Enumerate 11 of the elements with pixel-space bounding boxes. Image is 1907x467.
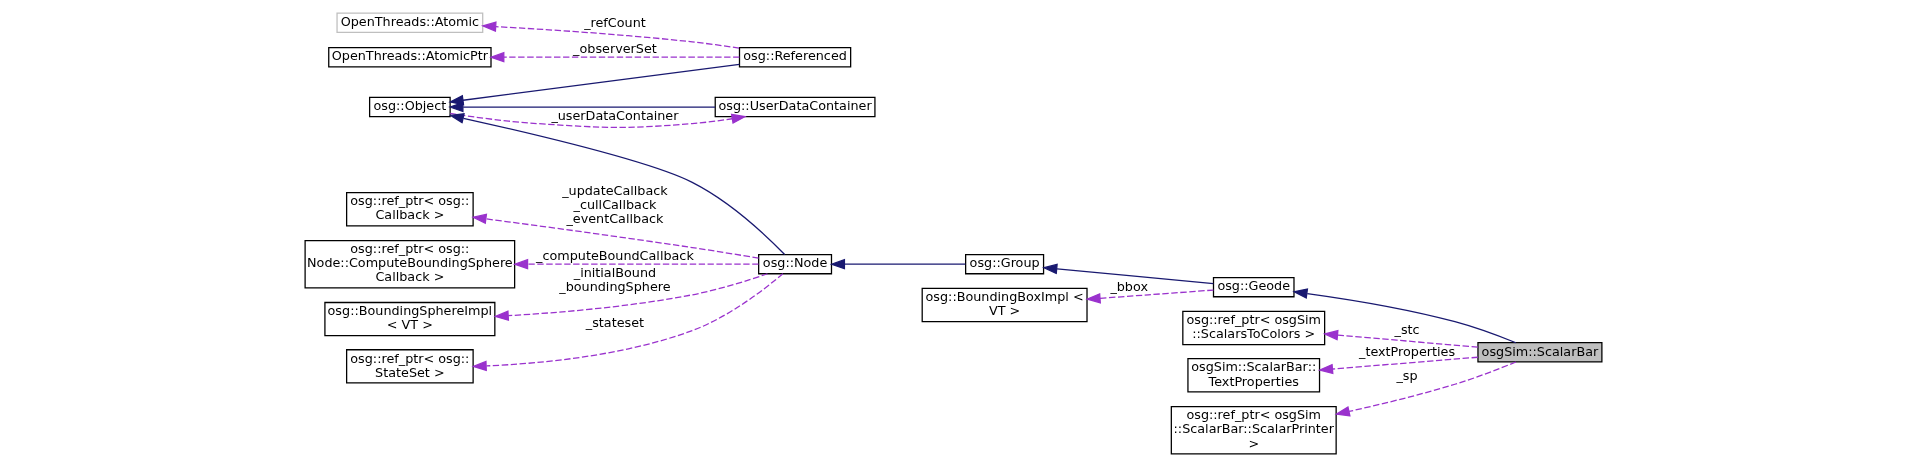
edge-label: _stateset — [585, 314, 645, 330]
edge-label: _textProperties — [1359, 344, 1456, 360]
edge-label: _updateCallback _cullCallback _eventCallback — [562, 183, 668, 227]
edge-label: _refCount — [584, 14, 646, 30]
edge-label: _bbox — [1110, 278, 1148, 294]
edge-label: _userDataContainer — [551, 107, 679, 123]
edge-label: _stc — [1394, 322, 1420, 338]
edge-label: _computeBoundCallback — [536, 248, 694, 264]
edge-label: _observerSet — [573, 41, 657, 57]
edge-label: _initialBound _boundingSphere — [559, 264, 671, 294]
edge-label: _sp — [1396, 368, 1418, 384]
